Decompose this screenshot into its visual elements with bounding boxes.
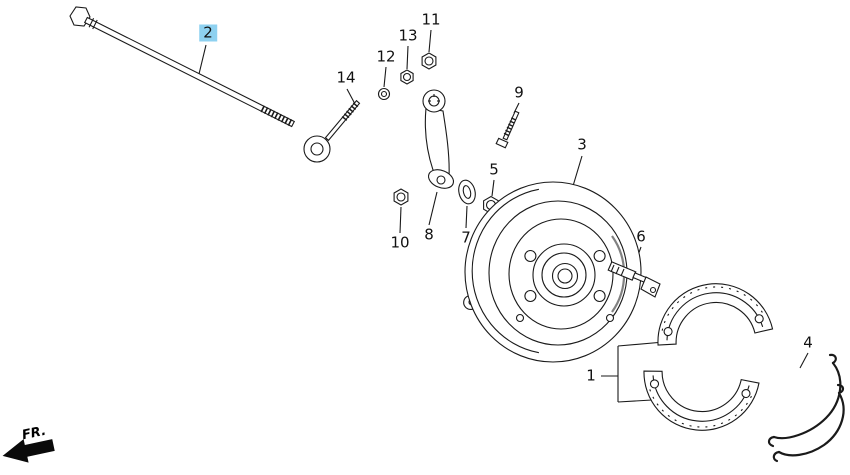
washer-12-drawing bbox=[377, 87, 391, 101]
leader-lines bbox=[198, 29, 809, 403]
part-label-9[interactable]: 9 bbox=[514, 83, 524, 102]
bolt-9-drawing bbox=[495, 110, 520, 149]
part-label-1[interactable]: 1 bbox=[586, 366, 596, 385]
part-label-13[interactable]: 13 bbox=[398, 26, 418, 45]
brake-arm-drawing bbox=[422, 89, 455, 189]
part-label-10[interactable]: 10 bbox=[390, 233, 410, 252]
brake-cam-drawing bbox=[607, 261, 661, 298]
nut-13-drawing bbox=[400, 69, 414, 85]
brake-rod-drawing bbox=[69, 6, 296, 128]
part-label-12[interactable]: 12 bbox=[376, 47, 396, 66]
part-label-6[interactable]: 6 bbox=[636, 227, 646, 246]
nut-11-drawing bbox=[421, 52, 437, 70]
part-label-11[interactable]: 11 bbox=[421, 10, 441, 29]
brake-shoe-lower-drawing bbox=[643, 370, 760, 431]
part-label-5[interactable]: 5 bbox=[489, 160, 499, 179]
washer-7-drawing bbox=[458, 179, 476, 205]
fr-arrow-icon bbox=[2, 439, 55, 463]
part-label-2[interactable]: 2 bbox=[199, 24, 217, 42]
brake-shoe-upper-drawing bbox=[657, 283, 774, 346]
part-label-4[interactable]: 4 bbox=[803, 333, 813, 352]
rod-joint-drawing bbox=[303, 99, 361, 163]
brake-panel-drawing bbox=[463, 181, 642, 363]
springs-drawing bbox=[767, 353, 845, 463]
part-label-8[interactable]: 8 bbox=[424, 225, 434, 244]
part-label-3[interactable]: 3 bbox=[577, 135, 587, 154]
part-label-14[interactable]: 14 bbox=[336, 68, 356, 87]
nut-10-drawing bbox=[393, 188, 409, 206]
part-label-7[interactable]: 7 bbox=[461, 228, 471, 247]
